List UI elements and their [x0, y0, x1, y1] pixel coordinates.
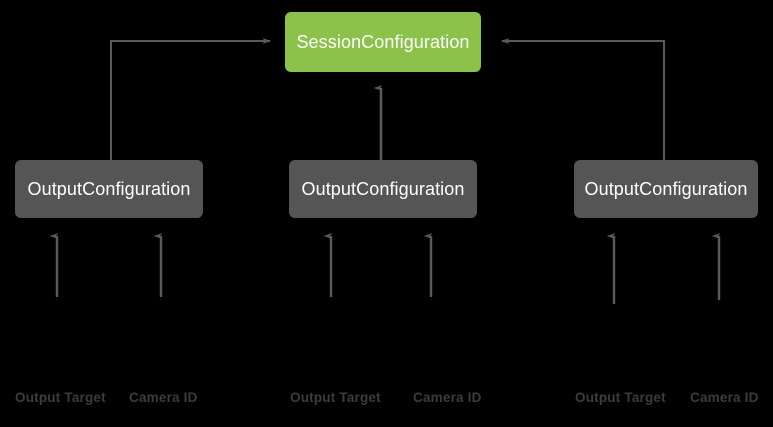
- node-output-configuration-middle[interactable]: OutputConfiguration: [289, 160, 477, 218]
- leaf-label-output-target-right: Output Target: [575, 390, 666, 405]
- leaf-label-camera-id-left: Camera ID: [129, 390, 198, 405]
- node-session-configuration-label: SessionConfiguration: [296, 32, 470, 52]
- node-output-configuration-left[interactable]: OutputConfiguration: [15, 160, 203, 218]
- node-output-configuration-left-label: OutputConfiguration: [27, 179, 191, 199]
- node-output-configuration-middle-label: OutputConfiguration: [301, 179, 465, 199]
- connector-right-output-to-session: [500, 38, 665, 160]
- node-output-configuration-right[interactable]: OutputConfiguration: [574, 160, 758, 218]
- node-output-configuration-right-label: OutputConfiguration: [584, 179, 748, 199]
- leaf-label-output-target-left: Output Target: [15, 390, 106, 405]
- node-session-configuration[interactable]: SessionConfiguration: [285, 12, 481, 72]
- leaf-label-output-target-middle: Output Target: [290, 390, 381, 405]
- leaf-label-camera-id-middle: Camera ID: [413, 390, 482, 405]
- leaf-label-camera-id-right: Camera ID: [690, 390, 759, 405]
- connector-left-output-to-session: [110, 38, 272, 160]
